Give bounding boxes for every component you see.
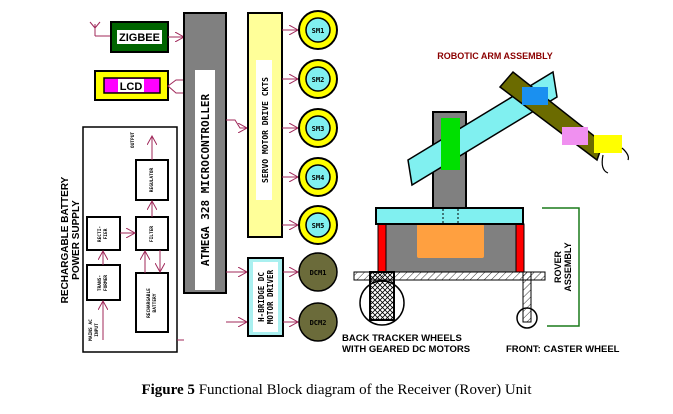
rover-bracket [542, 207, 580, 327]
lcd-label: LCD [120, 81, 143, 93]
transformer-label-2: FORMER [103, 275, 109, 292]
servo-core [305, 115, 331, 141]
hbridge-label-2: MOTOR DRIVER [266, 269, 275, 324]
wrist-joint [562, 127, 588, 145]
rover-battery-pack [417, 224, 484, 258]
battery-label-1: RECHARGABLE [146, 288, 152, 318]
power-supply-arrows [103, 136, 160, 340]
antenna-icon [89, 21, 110, 37]
servo-driver-block: SERVO MOTOR DRIVE CKTS [247, 12, 283, 238]
dc-motor-label: DCM2 [310, 319, 327, 327]
servo-label: SM4 [312, 174, 325, 182]
power-supply-title-line1: RECHARGABLE BATTERY [60, 176, 71, 303]
servo-label: SM1 [312, 27, 325, 35]
left-post [377, 223, 387, 273]
caption-label: Figure 5 [141, 382, 195, 398]
mains-label-1: MAINS AC [88, 319, 94, 341]
servo-label: SM2 [312, 76, 325, 84]
back-wheels-label-1: BACK TRACKER WHEELS [342, 333, 462, 344]
servo-label: SM3 [312, 125, 325, 133]
caster-stem [522, 271, 532, 323]
filter-label: FILTER [149, 226, 155, 243]
geared-motor [369, 271, 395, 321]
servo-motor: SM4 [282, 157, 338, 197]
servo-motor: SM1 [282, 10, 338, 50]
servo-motor: SM5 [282, 205, 338, 245]
servo-core [305, 66, 331, 92]
servo-core [305, 17, 331, 43]
rover-platform [375, 207, 524, 225]
mcu-output-arrows [226, 119, 247, 322]
hbridge-block: H-BRIDGE DC MOTOR DRIVER [247, 257, 284, 337]
gripper-joint [594, 135, 622, 153]
rover-label-2: ASSEMBLY [563, 242, 573, 291]
battery-block [135, 272, 169, 333]
right-post [515, 223, 525, 273]
servo-core [305, 212, 331, 238]
power-supply-block: RECHARGABLE BATTERY POWER SUPPLY TRANS- … [60, 126, 178, 353]
figure-caption: Figure 5 Functional Block diagram of the… [0, 382, 673, 399]
rover-label-1: ROVER [553, 251, 563, 284]
dc-motor: DCM2 [283, 302, 338, 342]
microcontroller-block: ATMEGA 328 MICROCONTROLLER [183, 12, 227, 294]
transformer-label-1: TRANS- [97, 275, 103, 292]
dc-motor-label: DCM1 [310, 269, 327, 277]
rectifier-label-1: RECTI- [97, 226, 103, 243]
zigbee-label: ZIGBEE [119, 32, 160, 44]
back-wheels-label-2: WITH GEARED DC MOTORS [342, 344, 470, 355]
servo-core [305, 164, 331, 190]
rectifier-label-2: FIER [103, 228, 109, 239]
microcontroller-label: ATMEGA 328 MICROCONTROLLER [199, 94, 212, 267]
zigbee-module: ZIGBEE [110, 21, 169, 53]
servo-motor: SM2 [282, 59, 338, 99]
front-wheel-label: FRONT: CASTER WHEEL [506, 344, 620, 355]
rover-chassis [353, 271, 546, 281]
power-supply-title-line2: POWER SUPPLY [71, 200, 82, 280]
shoulder-joint [441, 118, 460, 170]
regulator-label: REGULATOR [149, 168, 155, 193]
elbow-joint [522, 87, 548, 105]
robotic-arm-title: ROBOTIC ARM ASSEMBLY [437, 51, 553, 61]
dc-motor-body [298, 302, 338, 342]
arrow-mcu-to-lcd [167, 79, 184, 94]
servo-label: SM5 [312, 222, 325, 230]
lcd-module: LCD [94, 70, 169, 101]
output-label: OUTPUT [130, 132, 136, 149]
dc-motor: DCM1 [283, 252, 338, 292]
caption-text: Functional Block diagram of the Receiver… [198, 382, 532, 398]
servo-motor: SM3 [282, 108, 338, 148]
dc-motor-body [298, 252, 338, 292]
hbridge-label-1: H-BRIDGE DC [257, 272, 266, 322]
servo-driver-label: SERVO MOTOR DRIVE CKTS [261, 77, 270, 183]
gripper-icon [601, 147, 629, 174]
mains-label-2: INPUT [94, 323, 100, 337]
rover-illustration: ROVER ASSEMBLY [353, 70, 629, 329]
battery-label-2: BATTERY [152, 293, 158, 312]
